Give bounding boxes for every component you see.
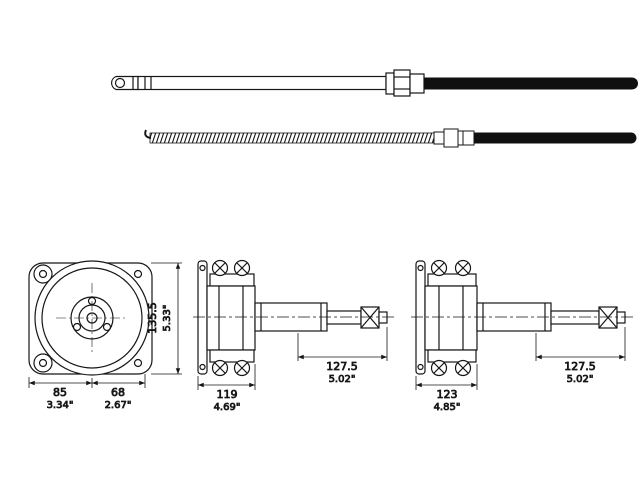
steering-cable-assembly <box>111 69 638 97</box>
gearbox-a-dimensions: 119 4.69" 127.5 5.02" <box>197 327 388 413</box>
gearbox-b-shaft-mm: 127.5 <box>564 360 596 373</box>
gearbox-b-dimensions: 123 4.85" 127.5 5.02" <box>415 327 626 413</box>
mount-plate-a <box>197 260 208 375</box>
gear-body-b <box>424 285 478 351</box>
helm-width-dimension: 85 3.34" 68 2.67" <box>28 374 146 411</box>
helm-height-mm: 135.5 <box>146 302 159 334</box>
bolt-hole-top-right <box>133 269 143 279</box>
cable-rod <box>137 75 387 91</box>
gearbox-side-view-b <box>411 259 634 377</box>
cable-collar <box>385 72 395 95</box>
gearbox-b-width-mm: 123 <box>437 388 458 401</box>
flex-outer-jacket <box>474 132 637 144</box>
hub-bolt-right <box>102 322 112 332</box>
plate-ear-bottom-left <box>33 353 53 373</box>
flex-collar <box>433 131 445 145</box>
helm-height-dimension: 135.5 5.33" <box>146 262 182 375</box>
bolt-hole-top-left <box>38 269 48 279</box>
cable-ferrule <box>409 73 425 94</box>
gear-body-a <box>206 285 256 351</box>
helm-width-right-mm: 68 <box>111 386 125 399</box>
cable-outer-jacket <box>424 77 638 90</box>
bezel-inner-circle <box>41 267 143 369</box>
helm-height-in: 5.33" <box>162 305 173 332</box>
shaft-nub-a <box>378 311 388 324</box>
shaft-nub-b <box>616 311 626 324</box>
gearbox-side-view-a <box>193 259 394 377</box>
helm-front-view <box>28 260 153 376</box>
bottom-yoke-b <box>427 349 477 363</box>
gearbox-b-shaft-in: 5.02" <box>567 374 594 385</box>
gearbox-a-width-mm: 119 <box>217 388 238 401</box>
gearbox-a-width-in: 4.69" <box>214 402 241 413</box>
cable-hex-nut <box>393 69 411 97</box>
gearbox-b-width-in: 4.85" <box>434 402 461 413</box>
helm-width-left-in: 3.34" <box>47 400 74 411</box>
center-marks <box>56 283 128 353</box>
bottom-yoke-a <box>209 349 255 363</box>
hub-bolt-left <box>72 322 82 332</box>
plate-ear-top-left <box>33 264 53 284</box>
top-yoke-a <box>209 273 255 287</box>
top-yoke-b <box>427 273 477 287</box>
bolt-hole-bottom-left <box>38 358 48 368</box>
mount-plate-b <box>415 260 426 375</box>
gearbox-a-shaft-in: 5.02" <box>329 374 356 385</box>
eye-hole <box>114 77 126 89</box>
flex-sleeve <box>457 130 475 146</box>
cable-coil-section <box>149 132 435 144</box>
output-shaft-b <box>550 310 600 325</box>
bolt-hole-bottom-right <box>133 358 143 368</box>
helm-width-left-mm: 85 <box>53 386 67 399</box>
inner-flex-cable <box>144 128 637 148</box>
output-shaft-a <box>326 310 362 325</box>
gearbox-a-shaft-mm: 127.5 <box>326 360 358 373</box>
flex-ferrule <box>443 128 459 148</box>
helm-width-right-in: 2.67" <box>105 400 132 411</box>
